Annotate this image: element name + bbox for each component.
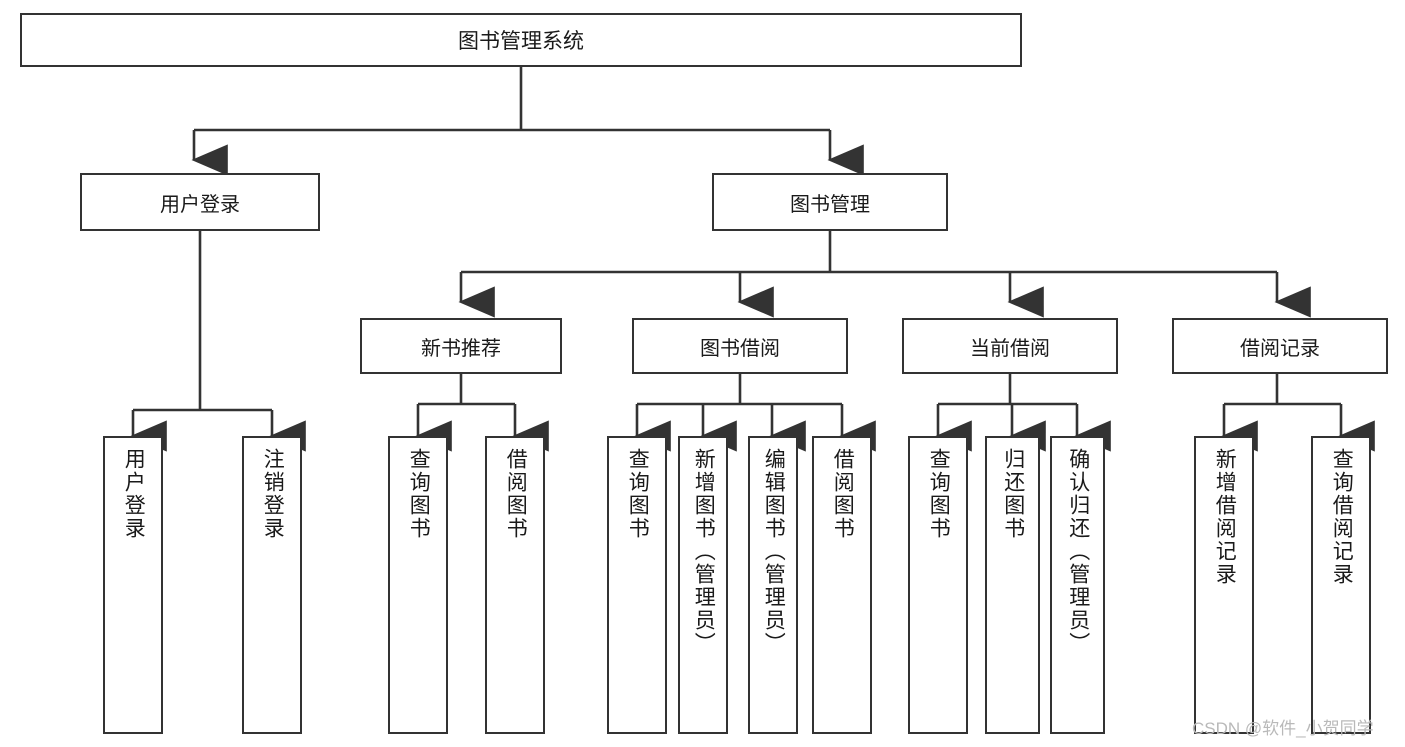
node-borrow-record-label: 借阅记录 xyxy=(1240,337,1320,360)
node-leaf-borrow-book-2-label: 借阅图书 xyxy=(831,448,855,540)
node-leaf-query-record-label: 查询借阅记录 xyxy=(1330,448,1354,586)
node-leaf-query-book-3-label: 查询图书 xyxy=(927,448,951,540)
node-leaf-user-login-label: 用户登录 xyxy=(122,448,146,540)
node-leaf-borrow-book-1[interactable]: 借阅图书 xyxy=(485,436,545,734)
node-leaf-query-book-1-label: 查询图书 xyxy=(407,448,431,540)
node-leaf-borrow-book-1-label: 借阅图书 xyxy=(504,448,528,540)
node-book-manage-label: 图书管理 xyxy=(790,193,870,216)
node-leaf-return-book[interactable]: 归还图书 xyxy=(985,436,1040,734)
csdn-watermark: CSDN @软件_小贺同学 xyxy=(1192,719,1374,738)
node-current-borrow[interactable]: 当前借阅 xyxy=(902,318,1118,374)
node-leaf-user-login[interactable]: 用户登录 xyxy=(103,436,163,734)
node-new-book-rec[interactable]: 新书推荐 xyxy=(360,318,562,374)
node-leaf-confirm-return[interactable]: 确认归还（管理员） xyxy=(1050,436,1105,734)
node-root-label: 图书管理系统 xyxy=(458,30,584,53)
node-leaf-add-record[interactable]: 新增借阅记录 xyxy=(1194,436,1254,734)
node-leaf-borrow-book-2[interactable]: 借阅图书 xyxy=(812,436,872,734)
node-leaf-logout[interactable]: 注销登录 xyxy=(242,436,302,734)
node-leaf-query-book-2[interactable]: 查询图书 xyxy=(607,436,667,734)
node-leaf-logout-label: 注销登录 xyxy=(261,448,285,540)
node-leaf-confirm-return-label: 确认归还（管理员） xyxy=(1066,448,1090,655)
node-current-borrow-label: 当前借阅 xyxy=(970,337,1050,360)
node-borrow-record[interactable]: 借阅记录 xyxy=(1172,318,1388,374)
node-leaf-query-book-3[interactable]: 查询图书 xyxy=(908,436,968,734)
node-book-borrow-label: 图书借阅 xyxy=(700,337,780,360)
node-leaf-query-book-1[interactable]: 查询图书 xyxy=(388,436,448,734)
node-leaf-return-book-label: 归还图书 xyxy=(1001,448,1025,540)
node-leaf-edit-book[interactable]: 编辑图书（管理员） xyxy=(748,436,798,734)
node-new-book-rec-label: 新书推荐 xyxy=(421,337,501,360)
node-leaf-edit-book-label: 编辑图书（管理员） xyxy=(762,448,786,655)
node-root[interactable]: 图书管理系统 xyxy=(20,13,1022,67)
node-leaf-query-record[interactable]: 查询借阅记录 xyxy=(1311,436,1371,734)
node-book-borrow[interactable]: 图书借阅 xyxy=(632,318,848,374)
node-leaf-query-book-2-label: 查询图书 xyxy=(626,448,650,540)
node-user-login-label: 用户登录 xyxy=(160,193,240,216)
node-leaf-add-record-label: 新增借阅记录 xyxy=(1213,448,1237,586)
node-book-manage[interactable]: 图书管理 xyxy=(712,173,948,231)
node-user-login[interactable]: 用户登录 xyxy=(80,173,320,231)
node-leaf-add-book[interactable]: 新增图书（管理员） xyxy=(678,436,728,734)
node-leaf-add-book-label: 新增图书（管理员） xyxy=(692,448,716,655)
